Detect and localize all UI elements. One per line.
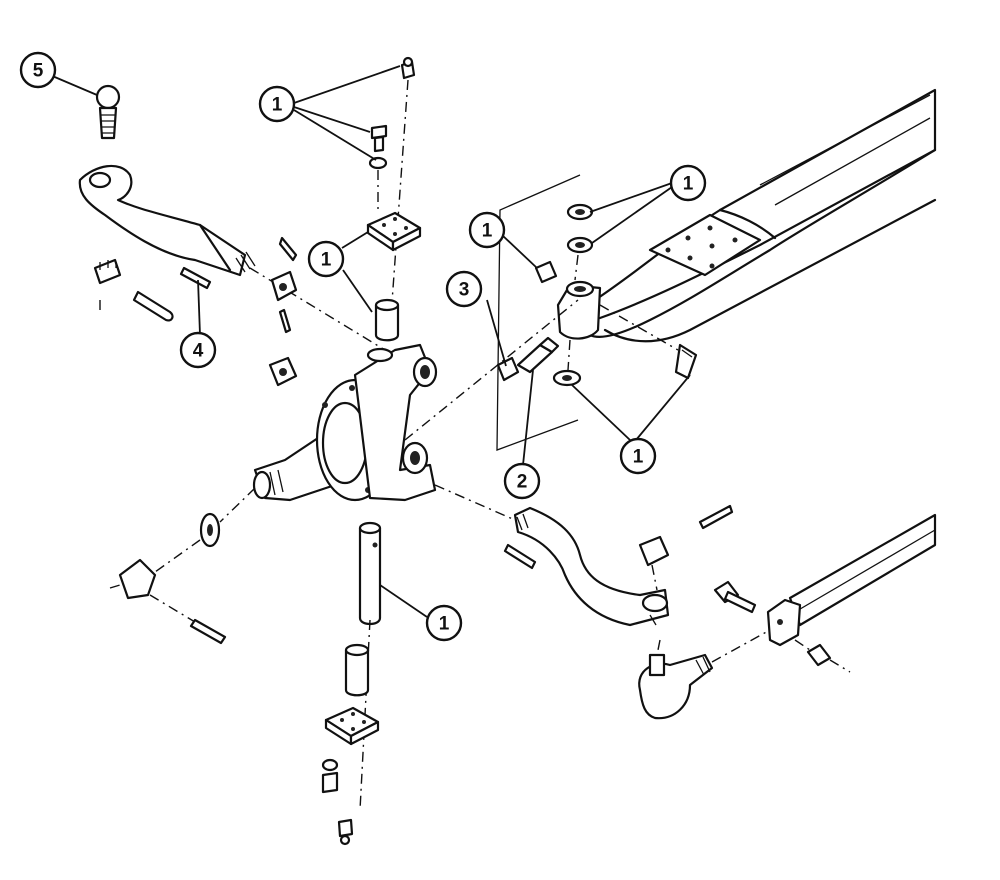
leader-lines	[49, 65, 691, 618]
grease-fitting-top	[400, 56, 416, 80]
tie-rod-tube	[788, 513, 937, 627]
steering-arm-thread	[235, 251, 256, 273]
svg-text:2: 2	[517, 472, 528, 493]
upper-kingpin-axis	[389, 79, 409, 331]
lower-cap-bolt	[321, 771, 339, 794]
axle-pad-bolt-holes	[665, 225, 738, 269]
tie-rod-castle-nut	[638, 535, 670, 567]
arm-cotter-pin	[132, 290, 174, 322]
clamp-bolt	[713, 580, 757, 614]
spindle-castle-nut	[118, 558, 157, 600]
upper-thrust-washers	[566, 203, 594, 254]
lock-washer	[368, 156, 388, 170]
tie-rod-end	[638, 653, 714, 720]
callout-4: 4	[179, 331, 217, 369]
callout-2: 2	[503, 462, 541, 500]
callout-1-king-pin-cap: 1	[307, 240, 345, 278]
svg-text:1: 1	[439, 614, 450, 635]
svg-text:4: 4	[193, 341, 204, 362]
callout-1-washers: 1	[669, 164, 707, 202]
lower-shim	[552, 369, 582, 387]
lower-bushing	[344, 643, 370, 697]
upper-cotter-pin	[278, 236, 298, 262]
lower-lock-washer	[321, 758, 339, 772]
tie-rod-clamp	[766, 598, 802, 647]
callout-1-king-pin: 1	[425, 604, 463, 642]
grease-fitting-bottom	[337, 818, 354, 846]
mid-cotter-pin	[278, 308, 292, 334]
callout-3: 3	[445, 270, 483, 308]
key-4	[179, 266, 212, 290]
svg-text:1: 1	[633, 447, 644, 468]
tie-rod-arm	[513, 506, 670, 627]
tie-rod-key	[503, 543, 537, 570]
upper-bushing	[374, 298, 400, 342]
ball-stud	[95, 84, 121, 140]
axle-nut	[534, 260, 558, 284]
axle-beam	[556, 88, 937, 343]
draw-key	[674, 343, 698, 380]
steering-arm	[78, 164, 256, 277]
svg-text:1: 1	[683, 174, 694, 195]
svg-text:1: 1	[482, 221, 493, 242]
clamp-nut	[806, 643, 832, 667]
section-plane	[496, 174, 581, 451]
arm-centerline	[249, 267, 386, 351]
upper-castle-nut	[270, 270, 298, 302]
svg-text:1: 1	[321, 250, 332, 271]
cap-bolt	[370, 124, 388, 153]
callout-1-top-fasteners: 1	[258, 85, 296, 123]
nut-3	[496, 356, 520, 382]
svg-text:3: 3	[459, 280, 470, 301]
steering-knuckle	[252, 343, 438, 502]
king-pin-upper-cap	[366, 211, 422, 252]
svg-text:1: 1	[272, 95, 283, 116]
callout-1-lower-shims: 1	[619, 437, 657, 475]
svg-text:5: 5	[33, 61, 44, 82]
stop-bolt-2	[516, 336, 560, 374]
spindle-cotter-pin	[189, 618, 227, 645]
callout-1-nut: 1	[468, 211, 506, 249]
arm-castle-nut	[93, 258, 122, 285]
king-pin	[358, 521, 382, 626]
spindle-washer	[199, 512, 221, 548]
knuckle-axle-axis	[404, 299, 579, 441]
callout-5: 5	[19, 51, 57, 89]
king-pin-lower-cap	[324, 706, 380, 746]
tie-rod-cotter-pin	[698, 504, 734, 530]
lower-castle-nut	[268, 356, 298, 387]
